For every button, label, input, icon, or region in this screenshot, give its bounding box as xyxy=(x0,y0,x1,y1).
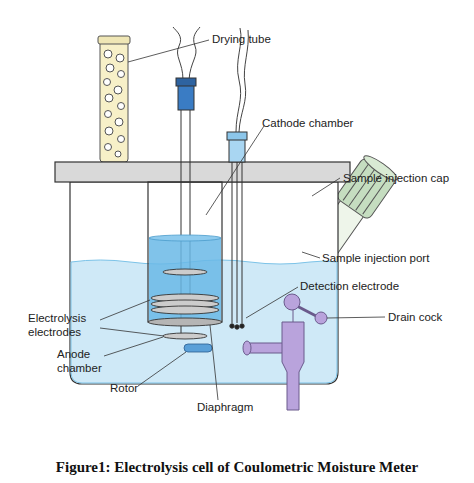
detection-electrode xyxy=(227,132,247,140)
leader-line xyxy=(128,40,209,62)
drying-tube xyxy=(100,40,128,162)
drying-tube xyxy=(105,111,112,118)
drain-cock xyxy=(243,341,251,355)
drain-cock xyxy=(315,312,327,324)
rotor xyxy=(184,344,212,352)
detection-electrode xyxy=(227,132,247,329)
drying-tube xyxy=(118,71,125,78)
drying-tube xyxy=(115,118,123,126)
leader-line xyxy=(206,126,264,215)
drying-tube xyxy=(105,144,112,151)
drying-tube xyxy=(114,86,122,94)
leader-line xyxy=(312,178,340,196)
cathode-chamber xyxy=(149,238,221,320)
part-label: Sample injection cap xyxy=(343,171,449,185)
cathode-chamber xyxy=(148,182,222,322)
leader-line xyxy=(302,252,320,258)
drying-tube xyxy=(104,79,111,86)
electrolysis-electrode xyxy=(151,306,219,314)
drying-tube xyxy=(118,136,125,143)
leader-line xyxy=(327,317,385,318)
diaphragm xyxy=(148,318,222,326)
drying-tube xyxy=(98,36,130,166)
detection-electrode xyxy=(242,162,243,323)
part-label: Diaphragm xyxy=(197,400,253,414)
leader-line xyxy=(100,300,150,320)
detection-electrode xyxy=(232,162,233,323)
leader-line xyxy=(138,352,186,386)
drying-tube xyxy=(104,50,125,157)
electrolysis-electrode-lead xyxy=(176,78,196,86)
drying-tube xyxy=(116,54,124,62)
part-label: Cathode chamber xyxy=(262,116,353,130)
part-label: Rotor xyxy=(110,381,138,395)
drying-tube xyxy=(118,103,125,110)
electrolysis-electrode xyxy=(151,269,219,339)
drain-cock xyxy=(282,322,304,410)
electrolysis-cell xyxy=(55,162,350,182)
detection-electrode xyxy=(230,324,234,328)
cathode-chamber xyxy=(148,182,222,322)
part-label: Anode chamber xyxy=(57,347,112,375)
wire xyxy=(239,30,248,132)
part-label: Electrolysis electrodes xyxy=(28,311,103,339)
electrolysis-electrode-lead xyxy=(178,84,194,110)
drying-tube xyxy=(98,36,130,44)
drain-cock xyxy=(246,343,286,353)
part-label: Detection electrode xyxy=(300,279,399,293)
drying-tube xyxy=(105,94,113,102)
detection-electrode xyxy=(237,162,238,323)
electrolysis-cell xyxy=(55,162,350,384)
electrolysis-electrode xyxy=(163,333,207,339)
part-label: Drain cock xyxy=(388,310,442,324)
leader-line xyxy=(100,328,164,336)
detection-electrode xyxy=(240,324,244,328)
cathode-chamber xyxy=(149,235,221,241)
electrolysis-electrode xyxy=(163,269,207,275)
drain-cock xyxy=(243,294,327,410)
drain-cock xyxy=(284,294,300,310)
leader-line xyxy=(104,337,163,356)
rotor xyxy=(184,344,212,352)
leader-line xyxy=(100,40,385,400)
wire xyxy=(189,27,200,80)
figure-caption: Figure1: Electrolysis cell of Coulometri… xyxy=(0,459,474,476)
wire xyxy=(173,27,183,80)
detection-electrode xyxy=(235,325,239,329)
leader-line xyxy=(246,287,298,318)
part-label: Sample injection port xyxy=(322,251,429,265)
drying-tube xyxy=(106,64,114,72)
part-label: Drying tube xyxy=(212,32,271,46)
drying-tube xyxy=(104,50,112,58)
drying-tube xyxy=(115,151,121,157)
leader-line xyxy=(210,325,218,400)
drying-tube xyxy=(105,127,113,135)
